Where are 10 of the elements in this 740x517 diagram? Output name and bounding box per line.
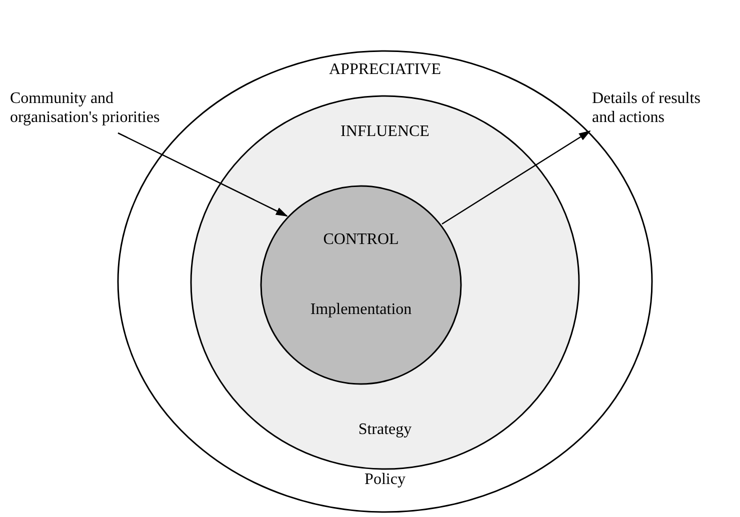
circle-label: Implementation [310, 300, 412, 319]
circle-label: APPRECIATIVE [329, 60, 441, 79]
input-text: Community and organisation's priorities [10, 89, 161, 127]
output-text: Details of results and actions [592, 89, 702, 127]
circle-label: INFLUENCE [340, 122, 430, 141]
arrow [118, 132, 288, 217]
arrow [442, 130, 591, 225]
circle-label: CONTROL [323, 230, 399, 249]
circle-label: Policy [364, 470, 406, 489]
circle-label: Strategy [358, 420, 412, 439]
